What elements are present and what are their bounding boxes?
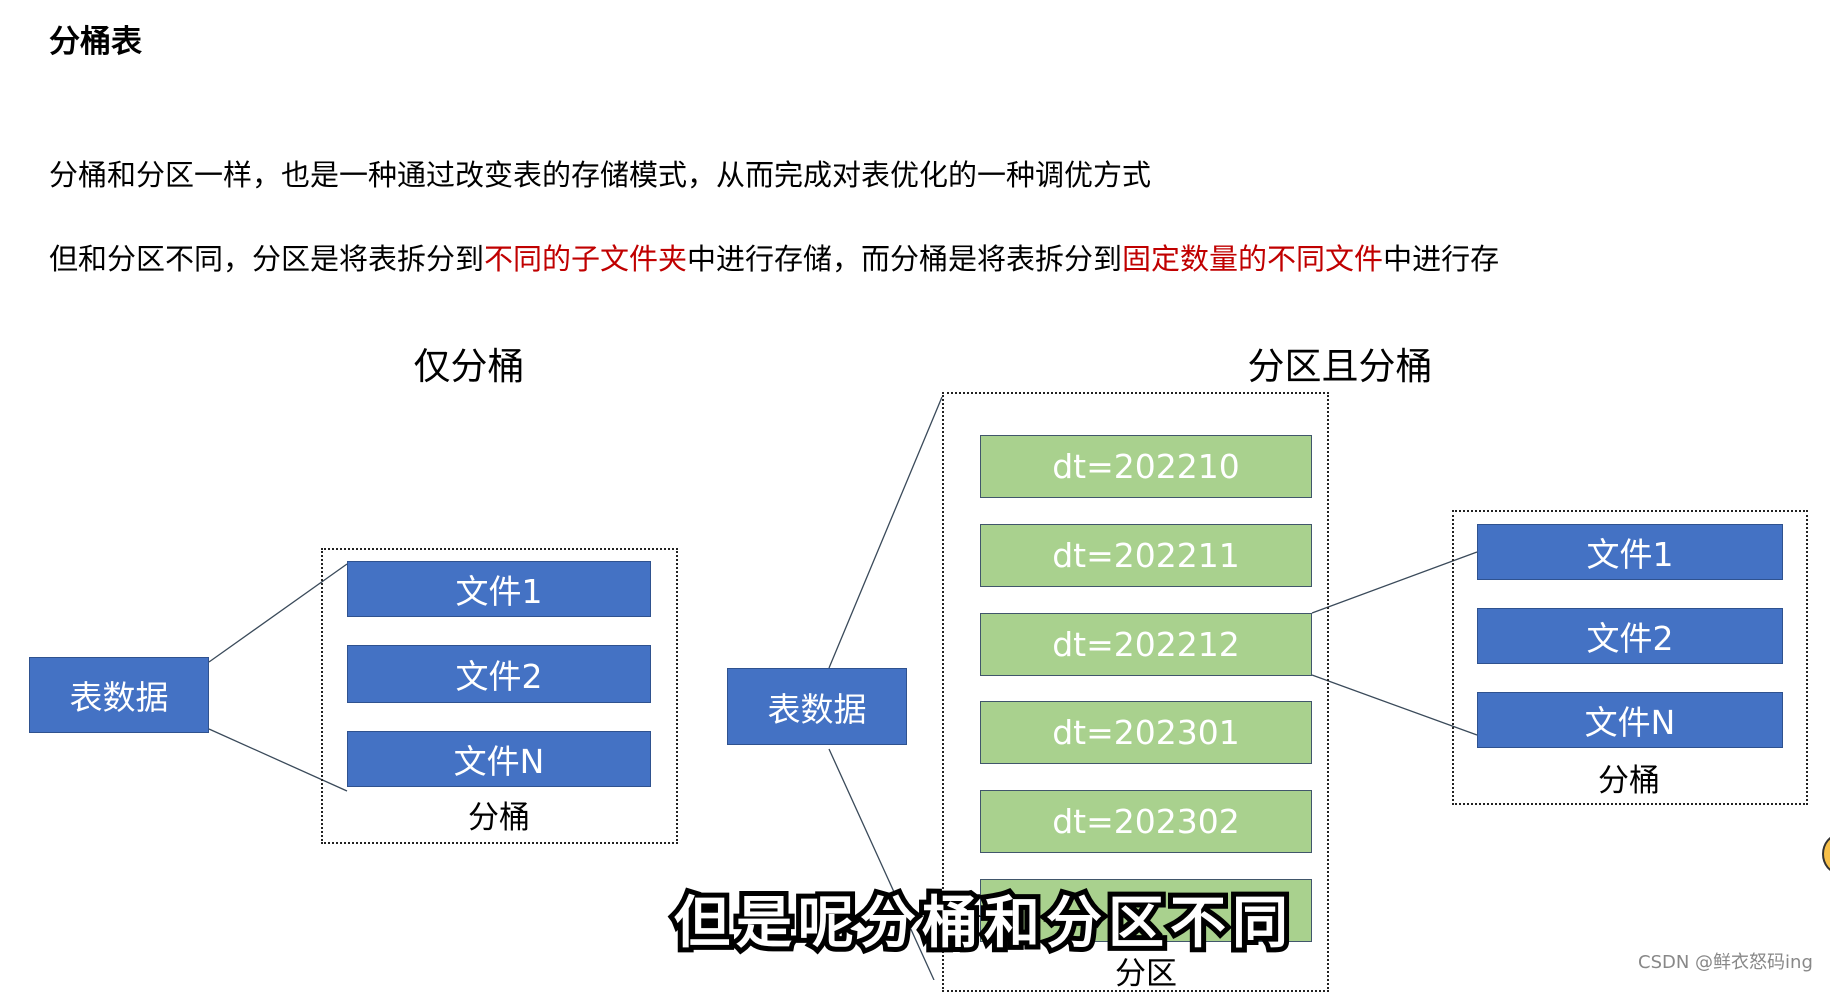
bucket-label: 分桶 [468, 800, 530, 836]
caption-bucket-only: 仅分桶 [413, 345, 525, 388]
file-node: 文件2 [347, 645, 651, 703]
connector-line [828, 396, 943, 669]
table-data-node: 表数据 [727, 668, 907, 745]
watermark: CSDN @鲜衣怒码ing [1638, 952, 1813, 973]
p2-text-2: 中进行存储，而分桶是将表拆分到 [687, 242, 1123, 276]
video-subtitle: 但是呢分桶和分区不同 [669, 886, 1294, 961]
bucket-group [1452, 510, 1808, 805]
file-node: 文件N [1477, 692, 1783, 748]
partition-node: dt=202302 [980, 790, 1312, 853]
p2-highlight-1: 不同的子文件夹 [484, 242, 688, 276]
partition-node: dt=202301 [980, 701, 1312, 764]
connector-line [208, 728, 348, 792]
connector-line [1311, 551, 1478, 614]
paragraph-2: 但和分区不同，分区是将表拆分到不同的子文件夹中进行存储，而分桶是将表拆分到固定数… [49, 236, 1499, 278]
bucket-label: 分桶 [1598, 763, 1660, 799]
file-node: 文件1 [1477, 524, 1783, 580]
connector-line [828, 748, 935, 980]
file-node: 文件1 [347, 561, 651, 617]
partition-node: dt=202210 [980, 435, 1312, 498]
paragraph-1: 分桶和分区一样，也是一种通过改变表的存储模式，从而完成对表优化的一种调优方式 [49, 158, 1152, 192]
partition-node-hidden [980, 879, 1312, 942]
connector-line [1311, 674, 1478, 736]
p2-text-3: 中进行存 [1383, 242, 1500, 276]
p2-text-1: 但和分区不同，分区是将表拆分到 [49, 242, 485, 276]
p2-highlight-2: 固定数量的不同文件 [1122, 242, 1384, 276]
bucket-group [321, 548, 678, 844]
page-title: 分桶表 [49, 24, 142, 60]
caption-partition-and-bucket: 分区且分桶 [1247, 345, 1433, 388]
file-node: 文件N [347, 731, 651, 787]
file-node: 文件2 [1477, 608, 1783, 664]
partition-node: dt=202212 [980, 613, 1312, 676]
connector-line [208, 563, 348, 663]
table-data-node: 表数据 [29, 657, 209, 733]
partition-node: dt=202211 [980, 524, 1312, 587]
